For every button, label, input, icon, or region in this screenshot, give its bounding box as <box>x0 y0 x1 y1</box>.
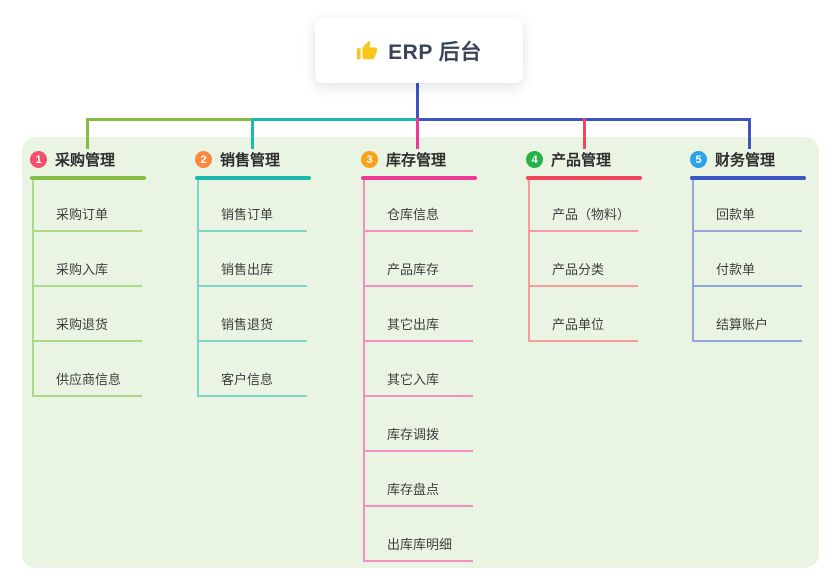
branch-stub-line <box>748 118 751 149</box>
child-node-label: 供应商信息 <box>56 372 122 387</box>
branch-node[interactable]: 3 库存管理 <box>361 147 477 172</box>
child-node-label: 其它入库 <box>387 372 440 387</box>
mindmap-panel <box>22 137 819 568</box>
junction-line-left <box>87 118 253 121</box>
branch-underline <box>195 176 311 180</box>
branch-stub-line <box>416 118 419 149</box>
branch-采购管理: 1 采购管理采购订单采购入库采购退货供应商信息 <box>30 147 146 397</box>
child-node[interactable]: 产品（物料） <box>528 177 638 232</box>
branch-number-badge: 1 <box>30 151 47 168</box>
branch-underline <box>690 176 806 180</box>
child-node-label: 采购订单 <box>56 207 109 222</box>
branch-产品管理: 4 产品管理产品（物料） 产品分类产品单位 <box>526 147 642 342</box>
child-node-label: 出库库明细 <box>387 537 453 552</box>
branch-children-line <box>692 180 694 342</box>
branch-children-line <box>363 180 365 562</box>
branch-children: 回款单付款单结算账户 <box>692 177 802 342</box>
root-stem-line <box>416 82 419 121</box>
branch-财务管理: 5 财务管理回款单付款单结算账户 <box>690 147 806 342</box>
branch-underline <box>30 176 146 180</box>
branch-children-line <box>528 180 530 342</box>
child-node[interactable]: 采购订单 <box>32 177 142 232</box>
child-node[interactable]: 付款单 <box>692 232 802 287</box>
child-node-label: 销售退货 <box>221 317 274 332</box>
branch-children: 销售订单销售出库销售退货客户信息 <box>197 177 307 397</box>
child-node-label: 采购退货 <box>56 317 109 332</box>
child-node[interactable]: 结算账户 <box>692 287 802 342</box>
child-node[interactable]: 采购入库 <box>32 232 142 287</box>
branch-number-badge: 3 <box>361 151 378 168</box>
child-node[interactable]: 供应商信息 <box>32 342 142 397</box>
branch-stub-line <box>86 118 89 149</box>
branch-children: 产品（物料） 产品分类产品单位 <box>528 177 638 342</box>
child-node[interactable]: 出库库明细 <box>363 507 473 562</box>
child-node-label: 客户信息 <box>221 372 274 387</box>
child-node[interactable]: 客户信息 <box>197 342 307 397</box>
branch-node[interactable]: 4 产品管理 <box>526 147 642 172</box>
child-node[interactable]: 库存调拨 <box>363 397 473 452</box>
child-node-label: 销售出库 <box>221 262 274 277</box>
junction-line-middle <box>252 118 418 121</box>
child-node[interactable]: 回款单 <box>692 177 802 232</box>
branch-stub-line <box>251 118 254 149</box>
branch-node[interactable]: 5 财务管理 <box>690 147 806 172</box>
child-node[interactable]: 其它入库 <box>363 342 473 397</box>
child-node[interactable]: 仓库信息 <box>363 177 473 232</box>
branch-children-line <box>197 180 199 397</box>
branch-label: 销售管理 <box>220 152 281 169</box>
branch-underline <box>526 176 642 180</box>
branch-number-badge: 5 <box>690 151 707 168</box>
child-node-label: 产品（物料） <box>552 207 631 222</box>
child-node[interactable]: 产品库存 <box>363 232 473 287</box>
root-node[interactable]: ERP 后台 <box>315 18 523 83</box>
child-node[interactable]: 采购退货 <box>32 287 142 342</box>
child-node[interactable]: 销售订单 <box>197 177 307 232</box>
child-node-label: 产品单位 <box>552 317 605 332</box>
branch-children: 仓库信息产品库存其它出库其它入库库存调拨库存盘点出库库明细 <box>363 177 473 562</box>
child-node[interactable]: 产品单位 <box>528 287 638 342</box>
child-node-label: 仓库信息 <box>387 207 440 222</box>
branch-label: 采购管理 <box>55 152 116 169</box>
child-node[interactable]: 产品分类 <box>528 232 638 287</box>
child-node-label: 产品库存 <box>387 262 440 277</box>
child-node-label: 库存盘点 <box>387 482 440 497</box>
child-node-label: 库存调拨 <box>387 427 440 442</box>
child-node-label: 付款单 <box>716 262 756 277</box>
child-node-label: 销售订单 <box>221 207 274 222</box>
child-node[interactable]: 销售出库 <box>197 232 307 287</box>
branch-children-line <box>32 180 34 397</box>
child-node-label: 采购入库 <box>56 262 109 277</box>
branch-label: 产品管理 <box>551 152 612 169</box>
child-node-label: 结算账户 <box>716 317 769 332</box>
child-node[interactable]: 库存盘点 <box>363 452 473 507</box>
child-node-label: 产品分类 <box>552 262 605 277</box>
branch-children: 采购订单采购入库采购退货供应商信息 <box>32 177 142 397</box>
branch-node[interactable]: 2 销售管理 <box>195 147 311 172</box>
child-node[interactable]: 销售退货 <box>197 287 307 342</box>
thumbs-up-icon <box>357 40 378 59</box>
branch-label: 财务管理 <box>715 152 776 169</box>
branch-underline <box>361 176 477 180</box>
branch-库存管理: 3 库存管理仓库信息产品库存其它出库其它入库库存调拨库存盘点出库库明细 <box>361 147 477 562</box>
branch-number-badge: 4 <box>526 151 543 168</box>
branch-number-badge: 2 <box>195 151 212 168</box>
branch-销售管理: 2 销售管理销售订单销售出库销售退货客户信息 <box>195 147 311 397</box>
child-node[interactable]: 其它出库 <box>363 287 473 342</box>
branch-label: 库存管理 <box>386 152 447 169</box>
branch-node[interactable]: 1 采购管理 <box>30 147 146 172</box>
child-node-label: 其它出库 <box>387 317 440 332</box>
branch-stub-line <box>583 118 586 149</box>
child-node-label: 回款单 <box>716 207 756 222</box>
root-node-label: ERP 后台 <box>388 40 482 64</box>
